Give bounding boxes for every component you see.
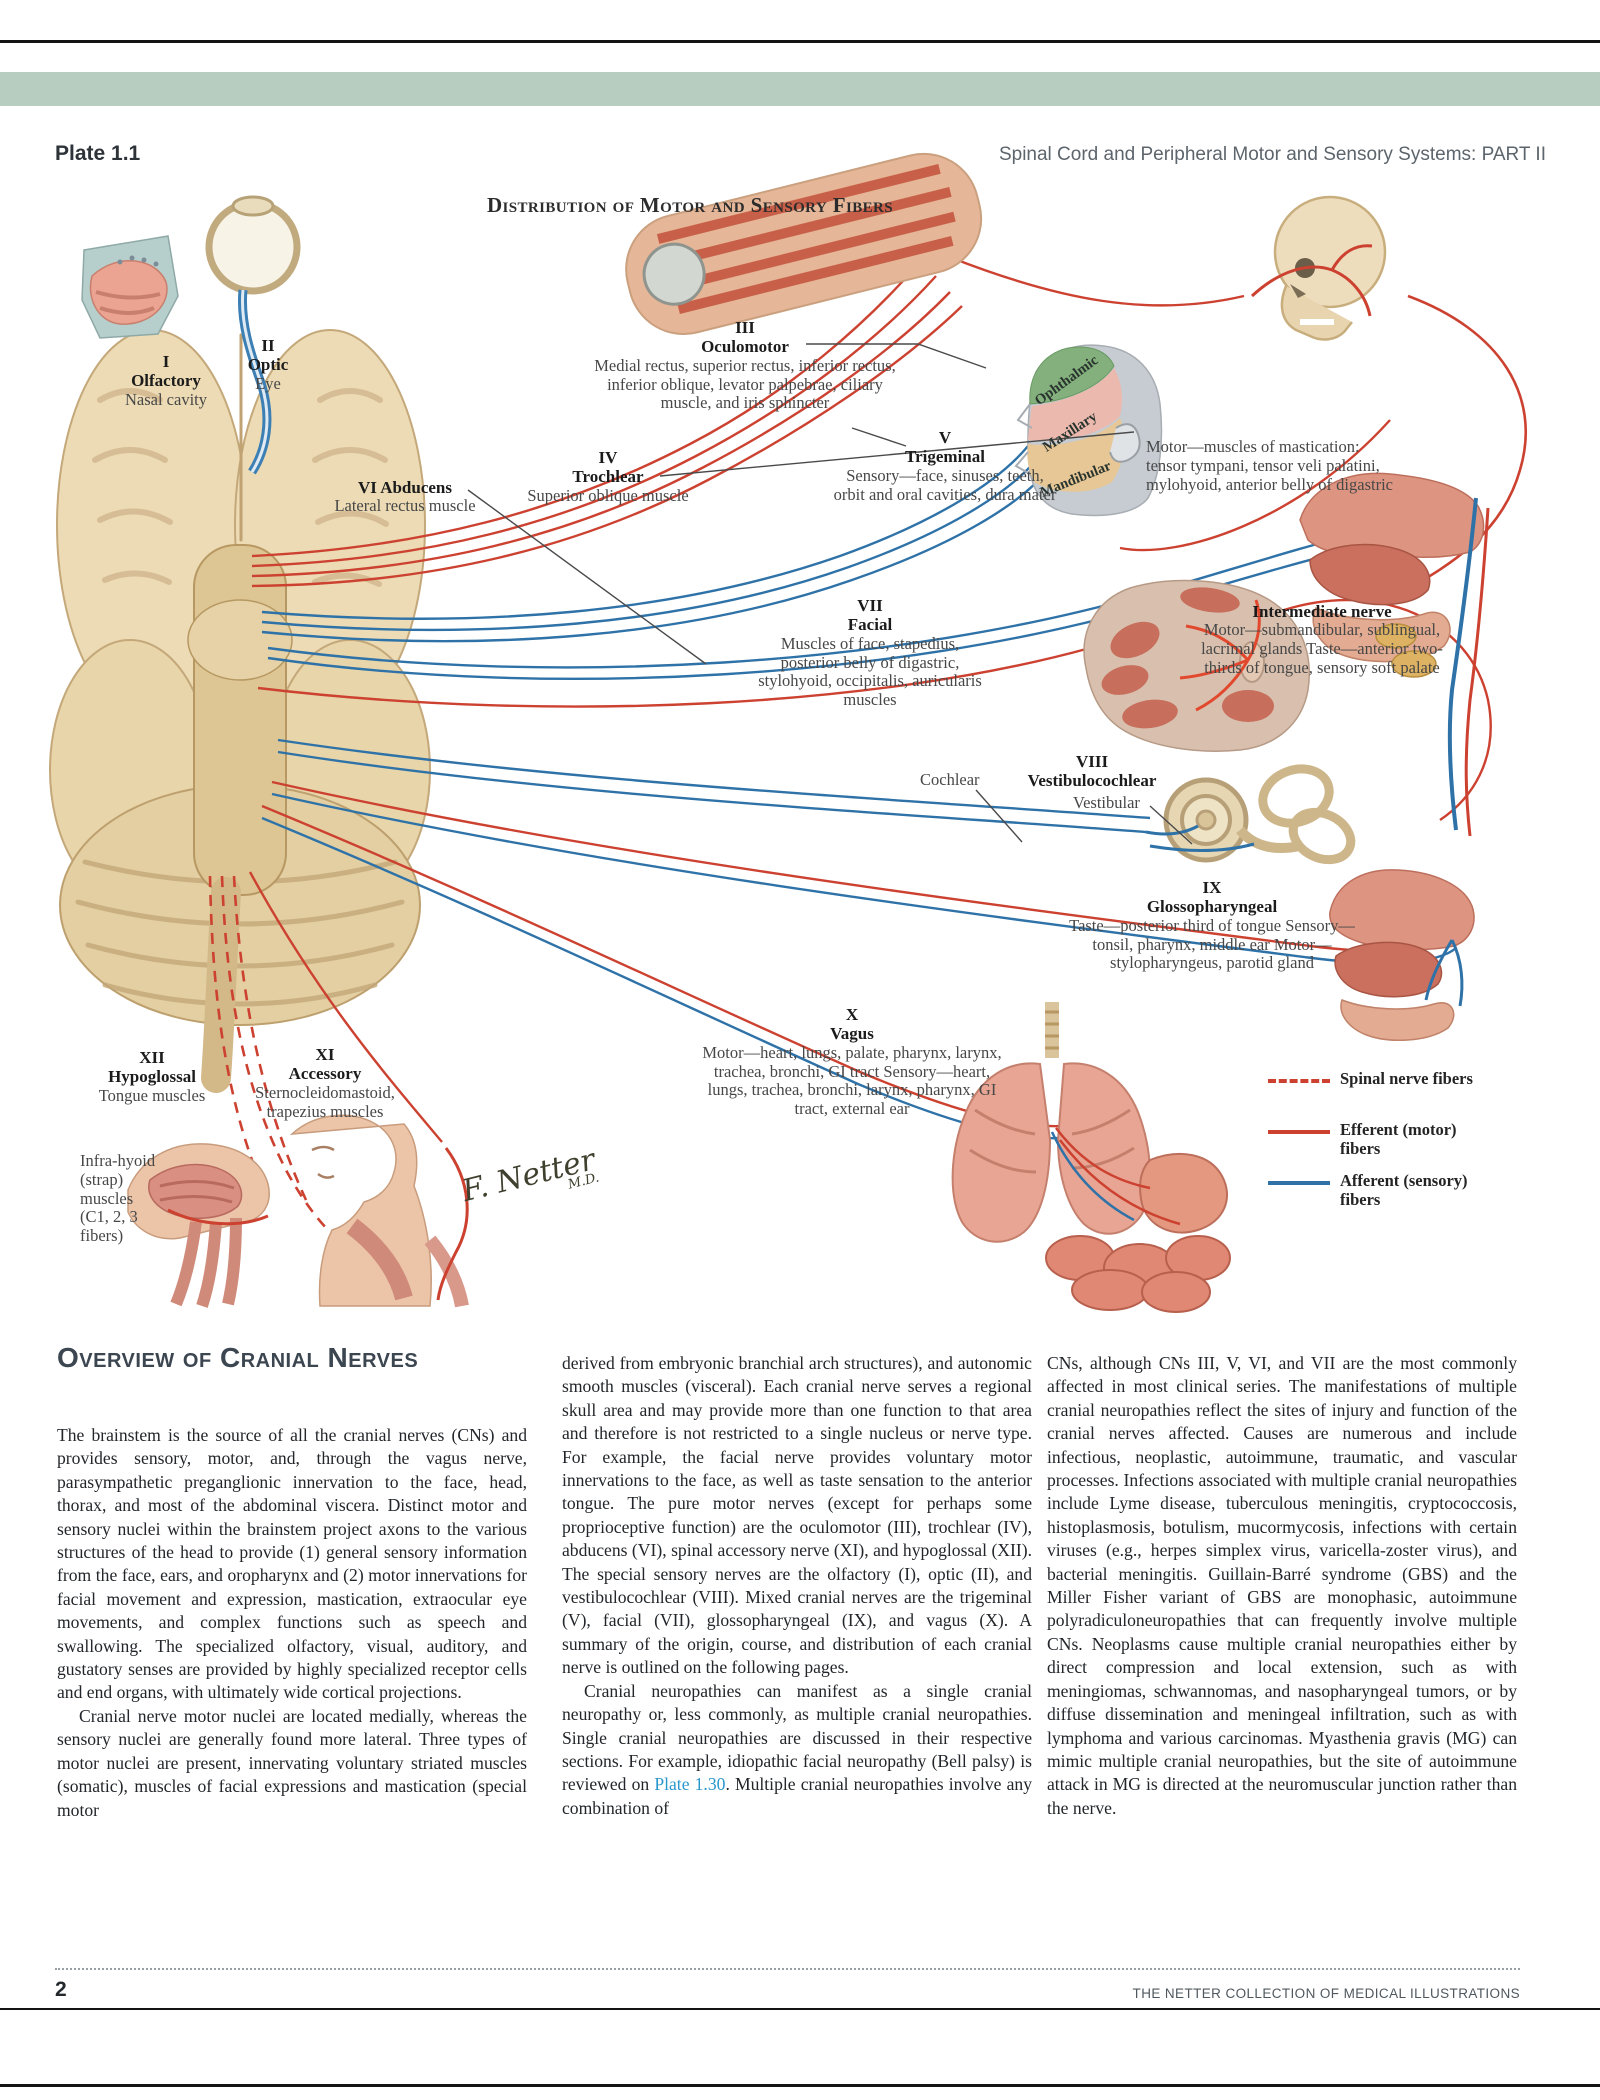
footer-imprint: THE NETTER COLLECTION OF MEDICAL ILLUSTR… bbox=[1132, 1986, 1520, 2001]
label-accessory: XI Accessory Sternocleidomastoid, trapez… bbox=[225, 1045, 425, 1121]
nerve-detail: Sternocleidomastoid, trapezius muscles bbox=[255, 1082, 395, 1121]
label-hypoglossal: XII Hypoglossal Tongue muscles bbox=[82, 1048, 222, 1106]
nerve-numeral: VII bbox=[857, 596, 883, 615]
extraocular-muscles-illustration bbox=[625, 152, 983, 336]
nerve-name: Intermediate nerve bbox=[1252, 602, 1392, 621]
nerve-name: Trigeminal bbox=[905, 447, 985, 467]
paragraph: Cranial neuropathies can manifest as a s… bbox=[562, 1680, 1032, 1820]
neck-shoulder-illustration bbox=[289, 1114, 469, 1308]
nerve-detail: Nasal cavity bbox=[124, 389, 207, 409]
dashed-red-line-swatch bbox=[1268, 1079, 1330, 1083]
label-vagus: X Vagus Motor—heart, lungs, palate, phar… bbox=[692, 1005, 1012, 1119]
nerve-detail: Muscles of face, stapedius, posterior be… bbox=[758, 633, 982, 710]
nerve-name: Facial bbox=[847, 615, 893, 635]
nerve-numeral: II bbox=[261, 336, 275, 355]
label-vestibulocochlear: VIII Vestibulocochlear bbox=[967, 752, 1217, 791]
legend-item-efferent: Efferent (motor) fibers bbox=[1268, 1120, 1480, 1159]
label-glossopharyngeal: IX Glossopharyngeal Taste—posterior thir… bbox=[1057, 878, 1367, 973]
top-rule bbox=[0, 40, 1600, 43]
label-cochlear: Cochlear bbox=[920, 770, 980, 789]
skull-illustration bbox=[1250, 195, 1387, 341]
nerve-numeral: X bbox=[845, 1005, 859, 1024]
footer-divider bbox=[55, 1968, 1520, 1970]
label-oculomotor: III Oculomotor Medial rectus, superior r… bbox=[580, 318, 910, 413]
solid-blue-line-swatch bbox=[1268, 1181, 1330, 1185]
nerve-detail: Taste—posterior third of tongue Sensory—… bbox=[1069, 915, 1355, 973]
page-number: 2 bbox=[55, 1978, 67, 2001]
paragraph: CNs, although CNs III, V, VI, and VII ar… bbox=[1047, 1353, 1517, 1818]
paragraph-text: Cranial neuropathies can manifest as a s… bbox=[562, 1680, 1032, 1795]
nerve-numeral: XII bbox=[139, 1048, 165, 1067]
nerve-name: Trochlear bbox=[572, 467, 644, 487]
nerve-name: Oculomotor bbox=[701, 337, 789, 357]
label-trigeminal: V Trigeminal Sensory—face, sinuses, teet… bbox=[830, 428, 1060, 504]
brain-inferior-view-illustration bbox=[49, 329, 431, 1093]
article-column-1: The brainstem is the source of all the c… bbox=[57, 1424, 527, 1822]
nerve-detail: Motor—heart, lungs, palate, pharynx, lar… bbox=[702, 1042, 1002, 1119]
legend-label: Spinal nerve fibers bbox=[1340, 1069, 1473, 1088]
label-ophthalmic-division: Ophthalmic bbox=[1032, 352, 1102, 409]
paragraph-text: . Multiple cranial neuropathies involve … bbox=[562, 1774, 1032, 1818]
paragraph: The brainstem is the source of all the c… bbox=[57, 1425, 527, 1703]
paragraph: derived from embryonic branchial arch st… bbox=[562, 1353, 1032, 1678]
nerve-name: Olfactory bbox=[131, 371, 201, 391]
article-heading: Overview of Cranial Nerves bbox=[57, 1342, 419, 1373]
label-intermediate-nerve: Intermediate nerve Motor—submandibular, … bbox=[1197, 602, 1447, 678]
nerve-detail: Motor—submandibular, sublingual, lacrima… bbox=[1201, 620, 1443, 677]
solid-red-line-swatch bbox=[1268, 1130, 1330, 1134]
nerve-detail: Medial rectus, superior rectus, inferior… bbox=[594, 355, 896, 413]
running-title: Spinal Cord and Peripheral Motor and Sen… bbox=[998, 144, 1546, 165]
nerve-detail: Sensory—face, sinuses, teeth, orbit and … bbox=[833, 465, 1057, 504]
article-column-3: CNs, although CNs III, V, VI, and VII ar… bbox=[1047, 1352, 1517, 1820]
netter-signature: F. Netter M.D. bbox=[459, 1142, 601, 1217]
nerve-name: Accessory bbox=[288, 1064, 362, 1084]
nerve-name: VI Abducens bbox=[357, 478, 452, 497]
legend-label: Efferent (motor) fibers bbox=[1340, 1120, 1457, 1158]
label-olfactory: I Olfactory Nasal cavity bbox=[86, 352, 246, 410]
nerve-detail: Lateral rectus muscle bbox=[334, 496, 476, 516]
label-abducens: VI Abducens Lateral rectus muscle bbox=[330, 478, 480, 516]
legend-item-spinal: Spinal nerve fibers bbox=[1268, 1069, 1480, 1089]
bottom-rule-1 bbox=[0, 2008, 1600, 2010]
nerve-name: Glossopharyngeal bbox=[1146, 897, 1278, 917]
legend-label: Afferent (sensory) fibers bbox=[1340, 1171, 1468, 1209]
label-trochlear: IV Trochlear Superior oblique muscle bbox=[493, 448, 723, 506]
nerve-detail: Superior oblique muscle bbox=[527, 485, 689, 505]
nerve-numeral: XI bbox=[315, 1045, 335, 1064]
label-trigeminal-motor: Motor—muscles of mastication: tensor tym… bbox=[1146, 437, 1393, 494]
nerve-detail: Eye bbox=[255, 373, 281, 393]
plate-number: Plate 1.1 bbox=[55, 142, 141, 165]
eye-illustration bbox=[205, 195, 301, 475]
nerve-numeral: VIII bbox=[1075, 752, 1109, 771]
label-vestibular: Vestibular bbox=[1073, 793, 1140, 812]
nerve-numeral: IX bbox=[1202, 878, 1222, 897]
nerve-numeral: V bbox=[938, 428, 952, 447]
label-optic: II Optic Eye bbox=[213, 336, 323, 394]
nerve-name: Vagus bbox=[830, 1024, 874, 1044]
nerve-numeral: IV bbox=[598, 448, 618, 467]
label-facial: VII Facial Muscles of face, stapedius, p… bbox=[750, 596, 990, 710]
bottom-rule-2 bbox=[0, 2084, 1600, 2087]
article-column-2: derived from embryonic branchial arch st… bbox=[562, 1352, 1032, 1820]
nasal-cavity-illustration bbox=[81, 235, 179, 339]
legend-item-afferent: Afferent (sensory) fibers bbox=[1268, 1171, 1480, 1210]
nerve-name: Vestibulocochlear bbox=[1027, 771, 1157, 791]
nerve-detail: Tongue muscles bbox=[98, 1085, 206, 1105]
nerve-numeral: I bbox=[162, 352, 170, 371]
green-band bbox=[0, 72, 1600, 106]
label-infrahyoid: Infra-hyoid (strap) muscles (C1, 2, 3 fi… bbox=[80, 1151, 156, 1246]
figure-title: Distribution of Motor and Sensory Fibers bbox=[486, 193, 893, 217]
nerve-name: Hypoglossal bbox=[108, 1067, 196, 1087]
paragraph: Cranial nerve motor nuclei are located m… bbox=[57, 1705, 527, 1820]
nerve-numeral: III bbox=[735, 318, 755, 337]
plate-1-30-link[interactable]: Plate 1.30 bbox=[654, 1774, 726, 1795]
nerve-name: Optic bbox=[247, 355, 289, 375]
